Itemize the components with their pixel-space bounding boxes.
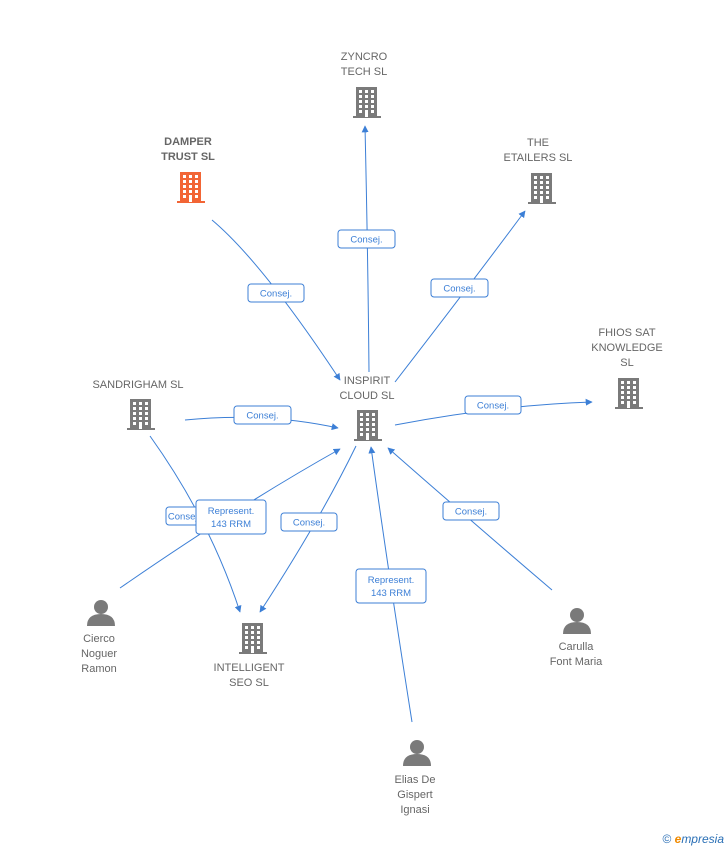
node-fhios[interactable]: FHIOS SAT KNOWLEDGE SL (591, 327, 663, 409)
node-intelligent[interactable]: INTELLIGENT SEO SL (214, 623, 285, 689)
edge-label-text: Consej. (168, 512, 200, 523)
empresia-logo-text: mpresia (681, 832, 724, 846)
edge-carulla-inspirit: Consej. (387, 447, 553, 591)
node-label: TRUST SL (161, 151, 215, 163)
edge-label-box[interactable] (464, 395, 522, 415)
edge-inspirit-intelligent: Consej. (259, 445, 357, 613)
edge-label-box[interactable] (233, 405, 292, 425)
empresia-logo-e: e (674, 832, 682, 846)
edge-label-box[interactable] (355, 568, 427, 604)
edge-label-box[interactable] (430, 278, 489, 298)
node-label: SEO SL (229, 677, 269, 689)
node-label: Elias De (395, 774, 436, 786)
building-icon (177, 172, 205, 203)
edge-sandrigham-inspirit: Consej. (184, 405, 339, 431)
node-label: Gispert (397, 789, 432, 801)
building-icon (239, 623, 267, 654)
node-damper[interactable]: DAMPER TRUST SL (161, 136, 215, 203)
edge-label-text: Consej. (293, 518, 325, 529)
edge-elias-inspirit: Represent. 143 RRM (355, 446, 427, 723)
edge-label-text: Represent. (208, 506, 254, 517)
edge-label-text: 143 RRM (211, 519, 251, 530)
person-icon (403, 740, 431, 766)
edge-label-text: Consej. (246, 411, 278, 422)
edges-layer: Consej. Consej. Consej. Consej. Consej. Conse… (119, 125, 593, 723)
edge-inspirit-etailers: Consej. (394, 210, 526, 383)
node-label: SL (620, 357, 633, 369)
person-icon (563, 608, 591, 634)
building-icon (528, 173, 556, 204)
edge-label-text: Consej. (260, 289, 292, 300)
node-label: Ramon (81, 663, 116, 675)
edge-label-text: Consej. (477, 401, 509, 412)
edge-label-box[interactable] (195, 499, 267, 535)
edge-label-box[interactable] (442, 501, 500, 521)
copyright-footer: © empresia (662, 832, 724, 846)
node-label: KNOWLEDGE (591, 342, 663, 354)
person-icon (87, 600, 115, 626)
edge-label-text: Consej. (350, 235, 382, 246)
edge-line (211, 219, 341, 381)
node-label: Ignasi (400, 804, 429, 816)
node-sandrigham[interactable]: SANDRIGHAM SL (92, 379, 184, 430)
node-label: DAMPER (164, 136, 212, 148)
node-label: CLOUD SL (339, 390, 394, 402)
edge-cierco-inspirit: Represent. 143 RRM (119, 448, 341, 589)
edge-label-box[interactable] (247, 283, 305, 303)
node-label: Cierco (83, 633, 115, 645)
edge-inspirit-zyncro: Consej. (337, 125, 396, 373)
edge-label-box[interactable] (280, 512, 338, 532)
node-zyncro[interactable]: ZYNCRO TECH SL (341, 51, 388, 118)
node-label: Noguer (81, 648, 117, 660)
node-etailers[interactable]: THE ETAILERS SL (504, 137, 573, 204)
building-icon (353, 87, 381, 118)
node-label: THE (527, 137, 549, 149)
node-label: INSPIRIT (344, 375, 391, 387)
empresia-logo[interactable]: empresia (675, 832, 724, 846)
edge-label-text: Represent. (368, 575, 414, 586)
edge-label-text: Consej. (455, 507, 487, 518)
edge-line (361, 125, 370, 373)
nodes-layer: INSPIRIT CLOUD SL ZYNCRO TECH SL DAMPER TRUST… (81, 51, 663, 816)
node-label: TECH SL (341, 66, 387, 78)
node-label: INTELLIGENT (214, 662, 285, 674)
building-icon (615, 378, 643, 409)
node-inspirit[interactable]: INSPIRIT CLOUD SL (339, 375, 395, 441)
node-label: FHIOS SAT (598, 327, 656, 339)
edge-label-text: 143 RRM (371, 588, 411, 599)
node-label: ZYNCRO (341, 51, 388, 63)
node-label: Font Maria (550, 656, 603, 668)
node-label: ETAILERS SL (504, 152, 573, 164)
edge-label-box[interactable] (337, 229, 396, 249)
edge-damper-inspirit: Consej. (211, 219, 341, 381)
building-icon (127, 399, 155, 430)
node-label: Carulla (559, 641, 595, 653)
node-label: SANDRIGHAM SL (92, 379, 183, 391)
building-icon (354, 410, 382, 441)
copyright-symbol: © (662, 832, 672, 846)
edge-label-text: Consej. (443, 284, 475, 295)
edge-inspirit-fhios: Consej. (394, 395, 593, 426)
